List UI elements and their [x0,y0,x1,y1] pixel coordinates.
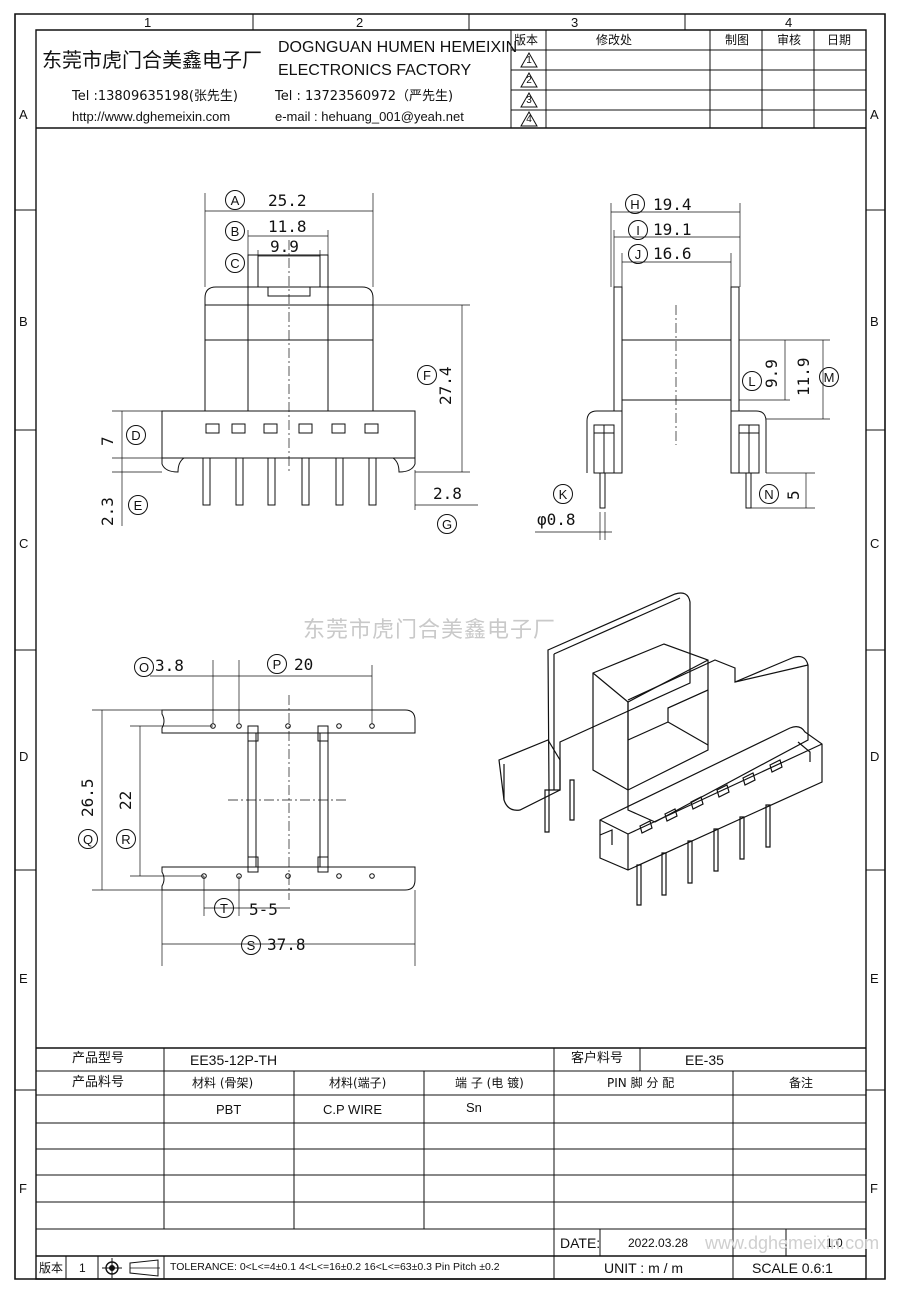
contact-tel-1: Tel :13809635198(张先生) [72,89,238,104]
dim-value-n: 5 [784,490,803,500]
zone-col-3: 3 [571,15,579,30]
zone-row-f-left: F [19,1181,27,1196]
dim-value-g: 2.8 [433,484,462,503]
revision-4: 4 [526,114,532,125]
dim-value-b: 11.8 [268,217,307,236]
dim-marker-p: P [267,654,287,674]
zone-row-a-left: A [19,107,28,122]
dim-marker-i: I [628,220,648,240]
label-customer-part: 客户料号 [571,1051,624,1066]
company-name-cn: 东莞市虎门合美鑫电子厂 [42,48,262,72]
value-customer-part: EE-35 [685,1052,724,1068]
zone-row-e-left: E [19,971,28,986]
page-value: 1.0 [826,1236,843,1250]
dim-value-k: φ0.8 [537,510,576,529]
company-email: e-mail : hehuang_001@yeah.net [275,109,464,124]
header-pin-assignment: PIN 脚 分 配 [607,1076,675,1090]
dim-value-c: 9.9 [270,237,299,256]
date-label: DATE: [560,1235,601,1251]
tolerance-note: TOLERANCE: 0<L<=4±0.1 4<L<=16±0.2 16<L<=… [170,1261,500,1273]
rev-header-drawn: 制图 [725,33,750,47]
dim-marker-t: T [214,898,234,918]
contact-tel-2: Tel : 13723560972（严先生) [275,89,454,104]
header-plating: 端 子 (电 镀) [455,1076,524,1090]
dim-marker-n: N [759,484,779,504]
scale-note: SCALE 0.6:1 [752,1260,833,1276]
dim-marker-f: F [417,365,437,385]
dim-marker-j: J [628,244,648,264]
watermark-website: www.dghemeixin.com [705,1233,880,1253]
dim-marker-o: O [134,657,154,677]
value-material-terminal: C.P WIRE [323,1102,382,1117]
revision-2: 2 [526,75,532,86]
dim-value-o: 3.8 [155,656,184,675]
zone-row-c-left: C [19,536,29,551]
dim-marker-g: G [437,514,457,534]
dim-value-s: 37.8 [267,935,306,954]
zone-row-b-left: B [19,314,28,329]
label-product-number: 产品料号 [72,1075,125,1090]
value-material-bobbin: PBT [216,1102,242,1117]
zone-col-2: 2 [356,15,364,30]
dim-value-m: 11.9 [794,357,813,396]
label-product-model: 产品型号 [72,1051,125,1066]
dim-value-f: 27.4 [436,366,455,405]
zone-row-f-right: F [870,1181,878,1196]
dim-value-t: 5-5 [249,900,278,919]
dim-value-r: 22 [116,790,135,810]
dim-value-p: 20 [294,655,314,674]
rev-header-date: 日期 [827,33,852,47]
zone-row-e-right: E [870,971,879,986]
zone-row-d-right: D [870,749,880,764]
dim-marker-k: K [553,484,573,504]
company-website: http://www.dghemeixin.com [72,109,231,124]
date-value: 2022.03.28 [628,1236,689,1250]
dim-marker-b: B [225,221,245,241]
dim-value-j: 16.6 [653,244,692,263]
watermark-company: 东莞市虎门合美鑫电子厂 [303,618,557,643]
dim-marker-q: Q [78,829,98,849]
rev-header-version: 版本 [514,33,539,47]
dim-marker-h: H [625,194,645,214]
zone-row-b-right: B [870,314,879,329]
version-value: 1 [79,1261,86,1275]
zone-col-1: 1 [144,15,152,30]
version-label: 版本 [39,1261,64,1275]
unit-note: UNIT : m / m [604,1260,684,1276]
dim-value-d: 7 [98,436,117,446]
dim-value-h: 19.4 [653,195,692,214]
dim-marker-a: A [225,190,245,210]
value-plating: Sn [466,1100,482,1115]
revision-3: 3 [526,95,532,106]
company-name-en-2: ELECTRONICS FACTORY [278,62,472,79]
dim-value-i: 19.1 [653,220,692,239]
dim-marker-m: M [819,367,839,387]
rev-header-change: 修改处 [596,33,633,47]
dim-value-a: 25.2 [268,191,307,210]
zone-row-a-right: A [870,107,879,122]
dim-marker-s: S [241,935,261,955]
header-material-terminal: 材料(端子) [329,1076,387,1090]
dim-marker-c: C [225,253,245,273]
company-name-en-1: DOGNGUAN HUMEN HEMEIXIN [278,39,518,56]
dim-marker-r: R [116,829,136,849]
zone-row-d-left: D [19,749,29,764]
dim-marker-d: D [126,425,146,445]
rev-header-checked: 审核 [777,33,802,47]
dim-marker-e: E [128,495,148,515]
dim-value-q: 26.5 [78,778,97,817]
revision-1: 1 [526,55,532,66]
dim-value-e: 2.3 [98,497,117,526]
dim-marker-l: L [742,371,762,391]
value-product-model: EE35-12P-TH [190,1052,278,1068]
zone-col-4: 4 [785,15,793,30]
zone-row-c-right: C [870,536,880,551]
dim-value-l: 9.9 [762,359,781,388]
header-material-bobbin: 材料 (骨架) [192,1076,254,1090]
header-remarks: 备注 [789,1076,814,1090]
